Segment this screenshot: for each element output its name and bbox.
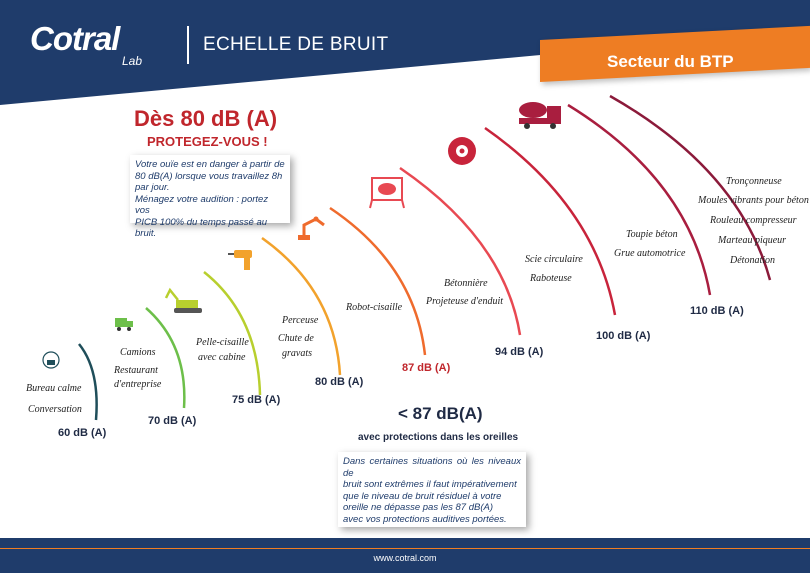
protection-info-line: oreille ne dépasse pas les 87 dB(A) bbox=[343, 502, 493, 513]
logo-text: Cotral bbox=[30, 20, 120, 57]
arc-110db bbox=[567, 103, 712, 296]
db-level-100: 100 dB (A) bbox=[596, 330, 651, 342]
sector-banner-text: Secteur du BTP bbox=[607, 52, 734, 71]
source-label: Robot-cisaille bbox=[346, 302, 403, 313]
arc-70db bbox=[145, 307, 186, 409]
danger-info-line: par jour. bbox=[135, 182, 170, 193]
source-label: Camions bbox=[120, 347, 156, 358]
source-label: Détonation bbox=[730, 255, 775, 266]
db-level-80: 80 dB (A) bbox=[315, 376, 364, 388]
footer-website-link[interactable]: www.cotral.com bbox=[373, 553, 437, 563]
source-label: Chute de bbox=[278, 333, 314, 344]
arc-94db bbox=[399, 166, 522, 336]
source-label: Projeteuse d'enduit bbox=[426, 296, 504, 307]
robot-arm-icon bbox=[298, 216, 325, 240]
header-divider bbox=[187, 26, 189, 64]
danger-info-line: Votre ouïe est en danger à partir de bbox=[135, 159, 285, 170]
db-level-87: 87 dB (A) bbox=[402, 362, 451, 374]
source-label: Grue automotrice bbox=[614, 248, 686, 259]
source-label: Bureau calme bbox=[26, 383, 82, 394]
source-label: Perceuse bbox=[282, 315, 319, 326]
source-label: Conversation bbox=[28, 404, 82, 415]
cement-truck-icon bbox=[519, 102, 561, 129]
arc-75db bbox=[203, 271, 262, 396]
truck-icon bbox=[115, 318, 133, 331]
arc-100db bbox=[484, 126, 617, 316]
source-label: d'entreprise bbox=[114, 379, 162, 390]
source-label: avec cabine bbox=[198, 352, 246, 363]
source-label: gravats bbox=[282, 348, 312, 359]
source-label: Bétonnière bbox=[444, 278, 488, 289]
protection-threshold-subtitle: avec protections dans les oreilles bbox=[358, 432, 519, 443]
header-background bbox=[0, 0, 810, 105]
concrete-mixer-icon bbox=[369, 177, 405, 209]
danger-info-line: Ménagez votre audition : portez vos bbox=[135, 193, 269, 217]
source-label: Rouleau compresseur bbox=[710, 215, 797, 226]
office-icon bbox=[42, 351, 60, 369]
protection-threshold-title: < 87 dB(A) bbox=[398, 404, 483, 423]
footer-accent-line bbox=[0, 548, 810, 549]
danger-info-line: 80 dB(A) lorsque vous travaillez 8h bbox=[135, 170, 283, 182]
danger-info-box: Votre ouïe est en danger à partir de 80 … bbox=[130, 155, 290, 239]
source-label: Toupie béton bbox=[626, 229, 678, 240]
db-level-70: 70 dB (A) bbox=[148, 415, 197, 427]
circular-saw-icon bbox=[448, 137, 476, 165]
db-level-94: 94 dB (A) bbox=[495, 346, 544, 358]
source-label: Scie circulaire bbox=[525, 254, 583, 265]
source-label: Raboteuse bbox=[530, 273, 572, 284]
protection-info-box: Dans certaines situations où les niveaux… bbox=[338, 452, 526, 527]
page-title: ECHELLE DE BRUIT bbox=[203, 34, 389, 55]
protection-info-line: bruit sont extrêmes il faut impérativeme… bbox=[343, 479, 517, 490]
footer-band bbox=[0, 538, 810, 573]
source-label: Tronçonneuse bbox=[726, 176, 782, 187]
arc-87db bbox=[329, 206, 427, 356]
protection-info-line: avec vos protections auditives portées. bbox=[343, 513, 507, 525]
drill-icon bbox=[228, 250, 252, 270]
source-label: Pelle-cisaille bbox=[196, 337, 249, 348]
danger-info-line: PICB 100% du temps passé au bruit. bbox=[135, 216, 268, 240]
arc-80db bbox=[261, 236, 342, 376]
arc-60db bbox=[78, 343, 98, 421]
danger-threshold-subtitle: PROTEGEZ-VOUS ! bbox=[147, 134, 268, 149]
db-level-75: 75 dB (A) bbox=[232, 394, 281, 406]
db-level-110: 110 dB (A) bbox=[690, 305, 744, 317]
protection-info-line: Dans certaines situations où les niveaux… bbox=[343, 456, 521, 479]
danger-threshold-title: Dès 80 dB (A) bbox=[134, 106, 278, 131]
header-band bbox=[0, 0, 810, 105]
arc-top-level bbox=[609, 94, 772, 281]
source-label: Restaurant bbox=[114, 365, 158, 376]
protection-info-line: que le niveau de bruit résiduel à votre bbox=[343, 490, 502, 502]
logo-sub: Lab bbox=[122, 54, 143, 68]
cotral-lab-logo: Cotral Lab bbox=[30, 20, 160, 70]
db-level-60: 60 dB (A) bbox=[58, 427, 107, 439]
excavator-icon bbox=[164, 287, 202, 313]
source-label: Moules vibrants pour béton bbox=[698, 195, 809, 206]
source-label: Marteau piqueur bbox=[718, 235, 787, 246]
